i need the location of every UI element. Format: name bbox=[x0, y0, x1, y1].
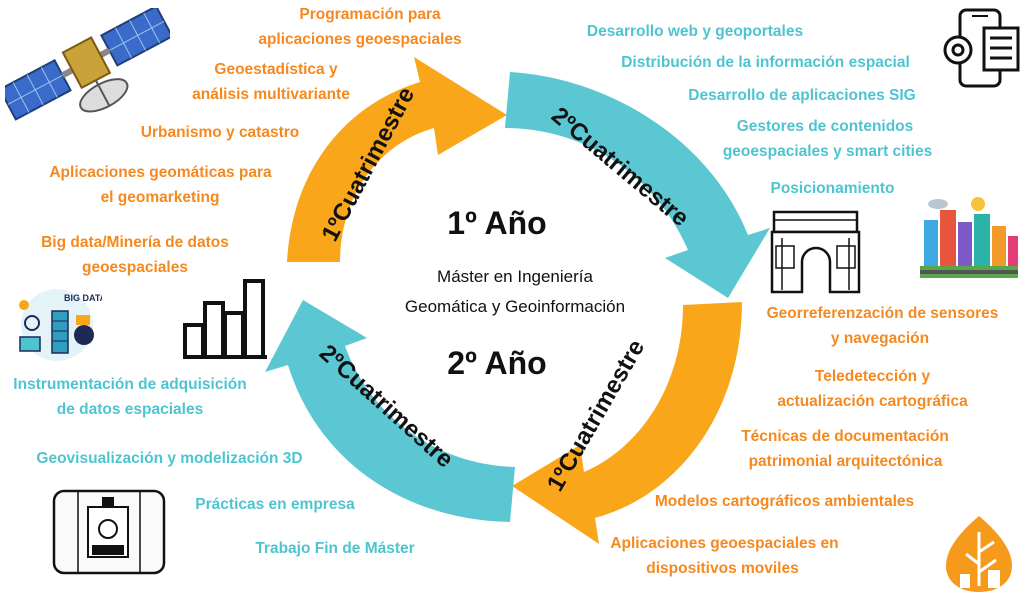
year-1-title: 1º Año bbox=[447, 205, 547, 241]
arrow-y2-s2 bbox=[265, 300, 515, 522]
course-item: aplicaciones geoespaciales bbox=[258, 31, 462, 48]
course-item: Desarrollo web y geoportales bbox=[586, 23, 804, 40]
course-item: Aplicaciones geoespaciales en bbox=[610, 535, 839, 552]
arrow-y1-s2 bbox=[505, 72, 770, 298]
course-item: actualización cartográfica bbox=[777, 393, 968, 410]
course-item: Modelos cartográficos ambientales bbox=[654, 493, 915, 510]
satellite-icon bbox=[5, 8, 170, 121]
course-item: Desarrollo de aplicaciones SIG bbox=[688, 87, 916, 104]
course-item: y navegación bbox=[830, 330, 930, 347]
eco-city-leaf-icon bbox=[946, 516, 1012, 592]
big-data-icon: BIG DATA bbox=[19, 289, 102, 361]
course-item: dispositivos moviles bbox=[646, 560, 799, 577]
course-item: Trabajo Fin de Máster bbox=[255, 540, 415, 557]
program-title-line-1: Máster en Ingeniería bbox=[437, 267, 593, 286]
program-title-line-2: Geomática y Geoinformación bbox=[404, 297, 626, 316]
bar-chart-icon bbox=[183, 279, 267, 359]
year-2-title: 2º Año bbox=[447, 345, 547, 381]
smart-city-icon bbox=[920, 197, 1018, 278]
course-item: Geovisualización y modelización 3D bbox=[36, 450, 303, 467]
course-item: Georreferenzación de sensores bbox=[766, 305, 999, 322]
svg-text:BIG DATA: BIG DATA bbox=[64, 293, 102, 303]
course-item: análisis multivariante bbox=[192, 86, 350, 103]
course-item: Teledetección y bbox=[814, 368, 931, 385]
course-item: Programación para bbox=[299, 6, 441, 23]
mobile-app-icon bbox=[943, 8, 1020, 88]
course-item: Gestores de contenidos bbox=[736, 118, 914, 135]
course-item: Instrumentación de adquisición bbox=[13, 376, 247, 393]
course-item: de datos espaciales bbox=[56, 401, 204, 418]
course-item: el geomarketing bbox=[100, 189, 220, 206]
course-item: Geoestadística y bbox=[214, 61, 338, 78]
course-item: Big data/Minería de datos bbox=[41, 234, 229, 251]
course-item: Urbanismo y catastro bbox=[140, 124, 300, 141]
course-item: Prácticas en empresa bbox=[195, 496, 355, 513]
course-item: geoespaciales bbox=[82, 259, 188, 276]
arrow-y2-s1 bbox=[512, 302, 742, 544]
course-item: Técnicas de documentación bbox=[741, 428, 949, 445]
course-item: Posicionamiento bbox=[770, 180, 895, 197]
course-item: patrimonial arquitectónica bbox=[748, 453, 943, 470]
course-item: geoespaciales y smart cities bbox=[722, 143, 933, 160]
triumphal-arch-icon bbox=[770, 210, 861, 294]
arrow-y1-s1 bbox=[287, 57, 507, 262]
total-station-icon bbox=[52, 489, 166, 575]
course-item: Distribución de la información espacial bbox=[621, 54, 910, 71]
course-item: Aplicaciones geomáticas para bbox=[49, 164, 272, 181]
